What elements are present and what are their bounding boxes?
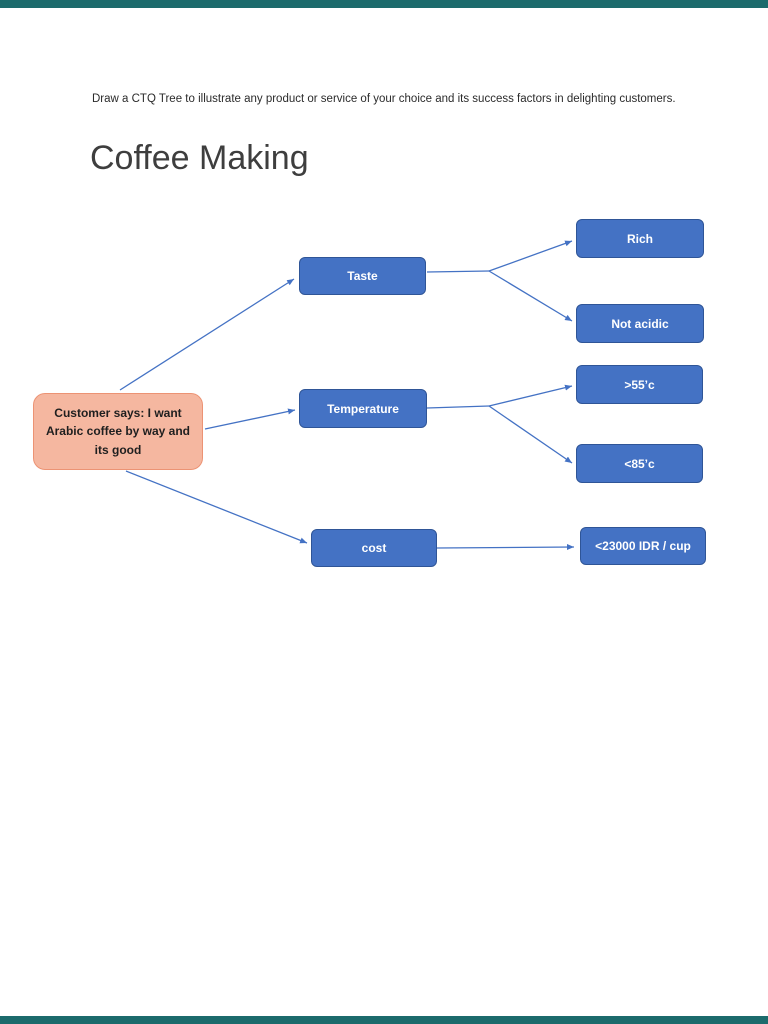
node-cost: cost xyxy=(311,529,437,567)
node-cost-target: <23000 IDR / cup xyxy=(580,527,706,565)
node-customer-voice-label: Customer says: I want Arabic coffee by w… xyxy=(45,405,191,457)
connector-taste-rich xyxy=(488,240,573,272)
node-customer-voice: Customer says: I want Arabic coffee by w… xyxy=(33,393,203,470)
connector-temperature-fork xyxy=(426,405,490,409)
connector-temperature-gt55c xyxy=(488,384,573,407)
page-top-band xyxy=(0,0,768,8)
node-temperature-label: Temperature xyxy=(327,401,399,416)
page-title: Coffee Making xyxy=(90,139,309,177)
node-taste: Taste xyxy=(299,257,426,295)
connector-cost-target xyxy=(436,544,575,551)
node-taste-label: Taste xyxy=(347,269,378,283)
node-temperature: Temperature xyxy=(299,389,427,428)
instructions-text: Draw a CTQ Tree to illustrate any produc… xyxy=(92,93,676,105)
node-lt85c: <85’c xyxy=(576,444,703,483)
page-bottom-band xyxy=(0,1016,768,1024)
node-rich: Rich xyxy=(576,219,704,258)
node-rich-label: Rich xyxy=(626,231,653,246)
connector-root-temperature xyxy=(204,408,296,430)
connector-root-cost xyxy=(125,470,308,544)
connector-taste-not-acidic xyxy=(488,270,573,322)
node-not-acidic-label: Not acidic xyxy=(611,316,669,331)
connector-temperature-lt85c xyxy=(488,405,573,464)
connector-taste-fork xyxy=(426,270,490,273)
node-cost-target-label: <23000 IDR / cup xyxy=(595,539,691,553)
node-gt55c-label: >55’c xyxy=(624,377,655,392)
node-gt55c: >55’c xyxy=(576,365,703,404)
node-cost-label: cost xyxy=(361,541,387,555)
connector-root-taste xyxy=(119,278,295,391)
node-lt85c-label: <85’c xyxy=(624,456,655,471)
node-not-acidic: Not acidic xyxy=(576,304,704,343)
